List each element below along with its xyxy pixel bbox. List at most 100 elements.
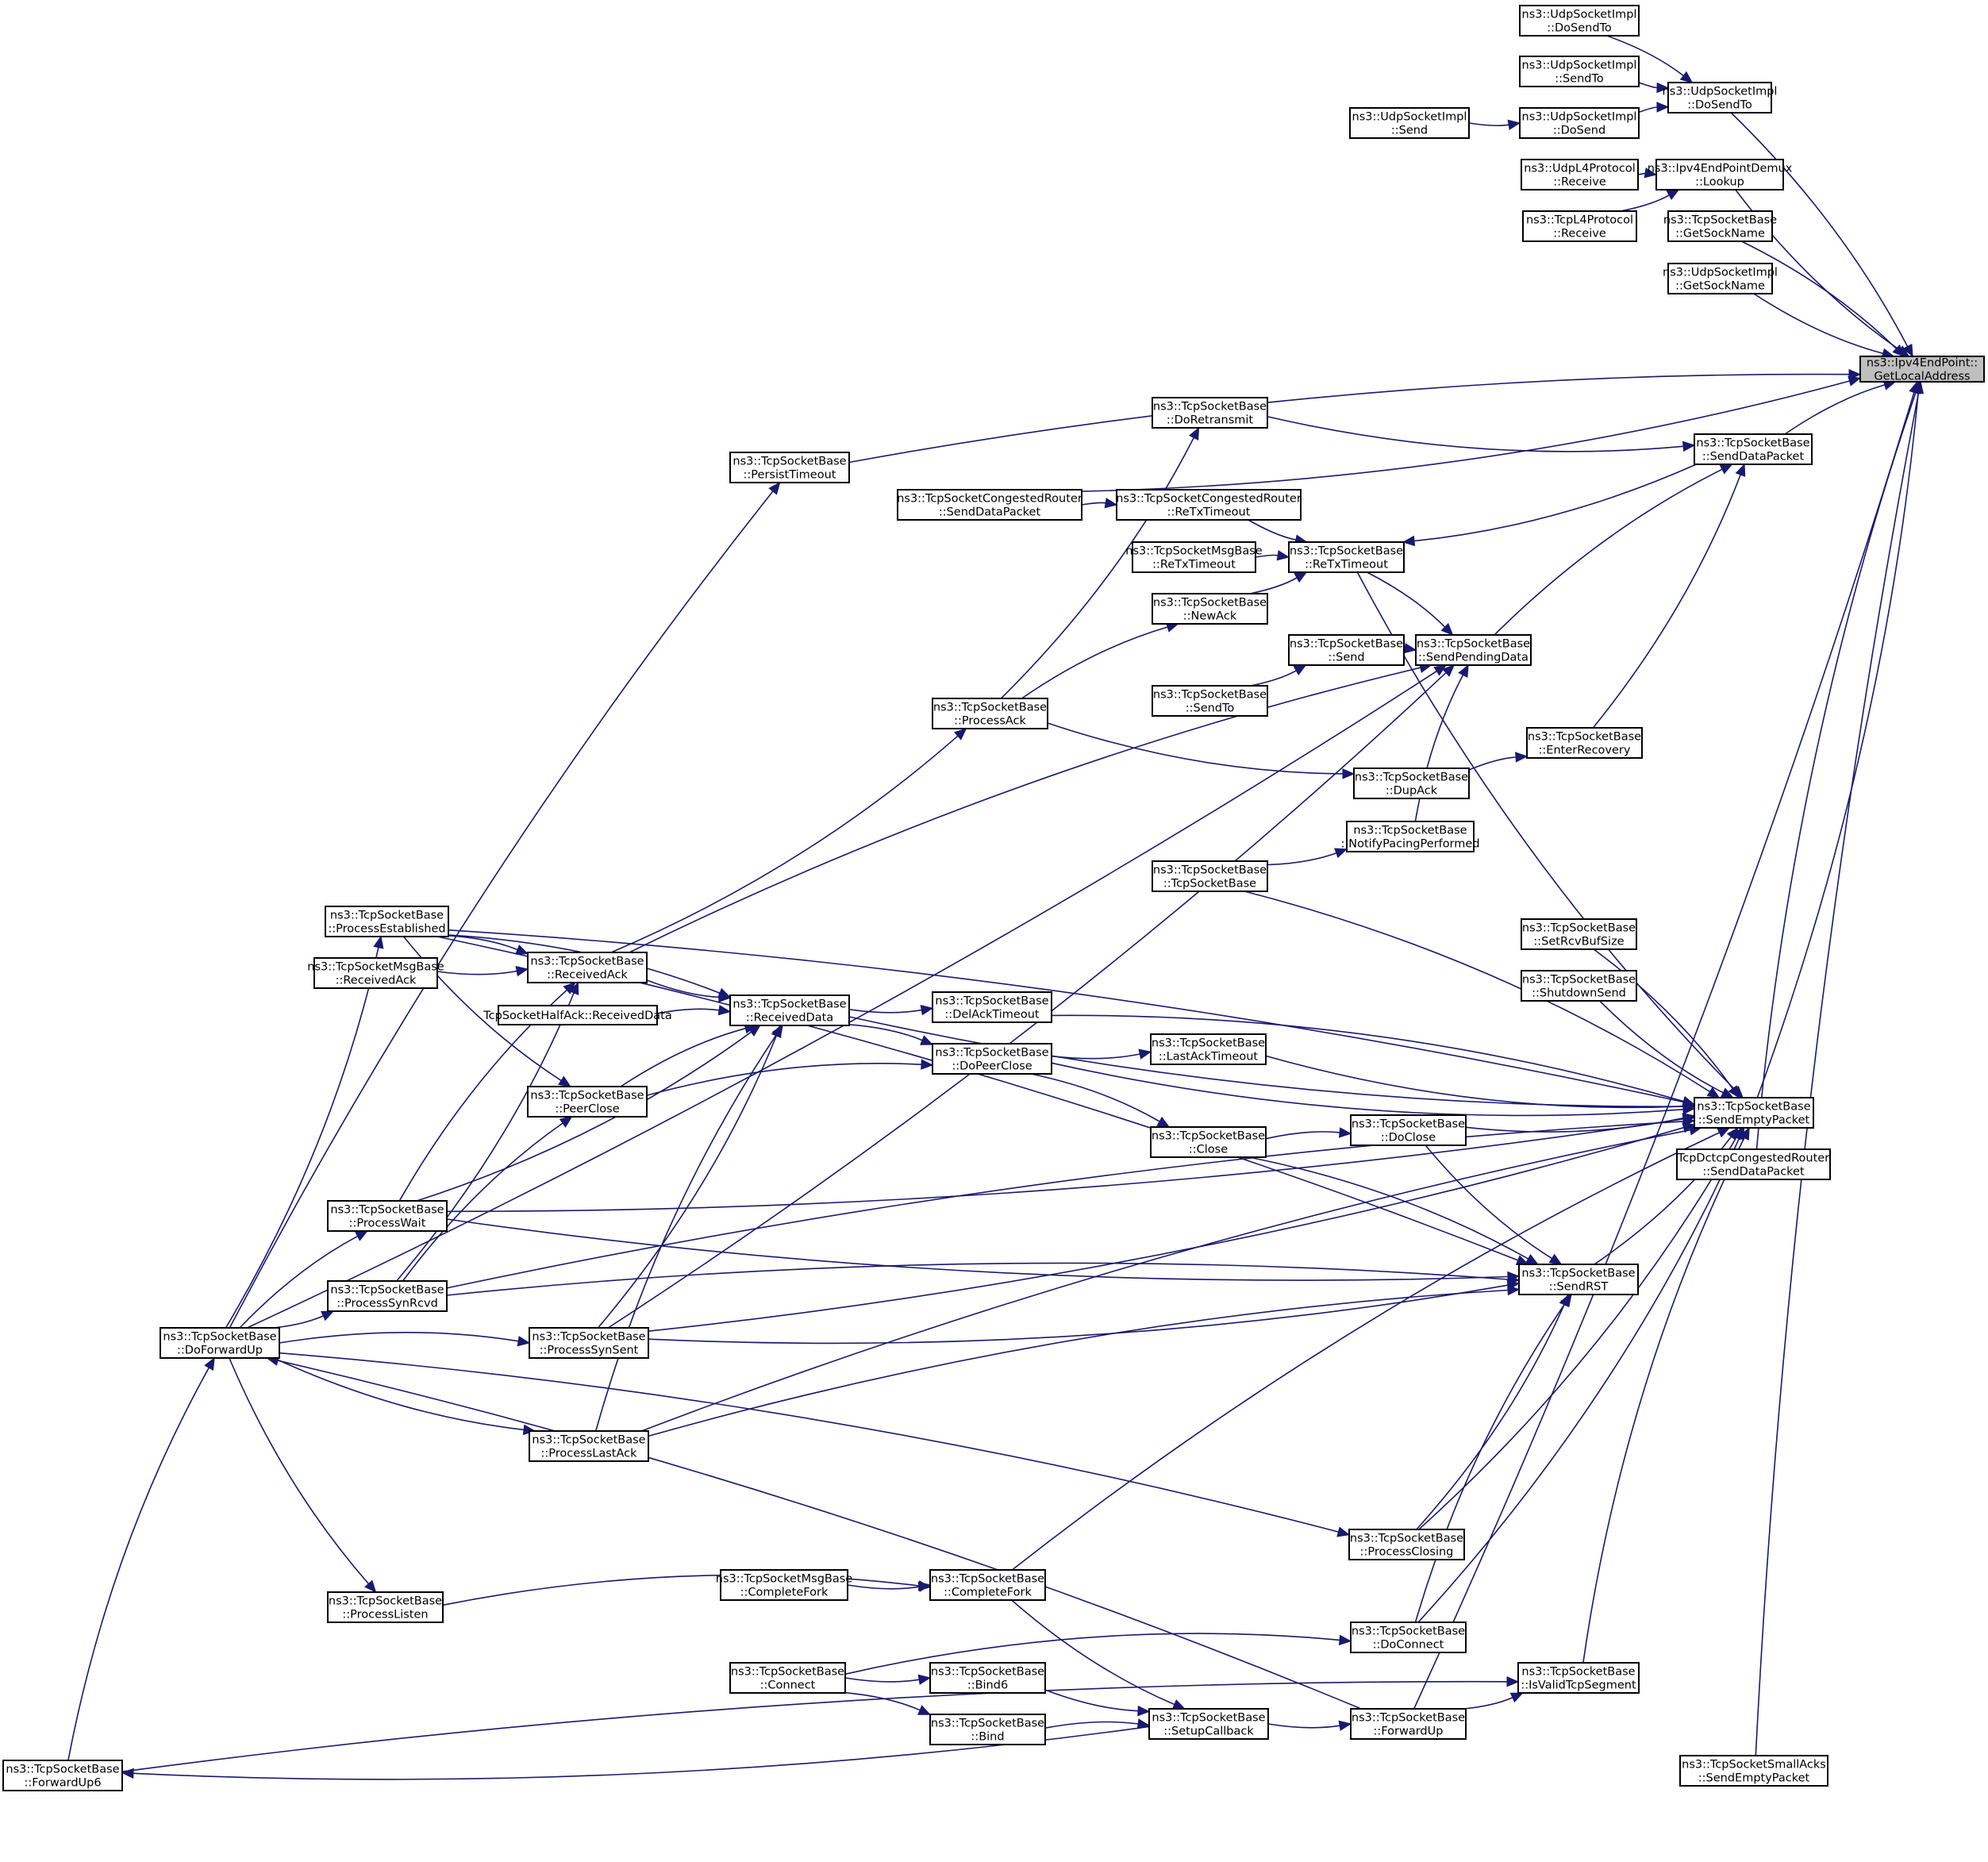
node-label-line: ::ForwardUp — [1374, 1725, 1444, 1738]
node-doclose[interactable]: ns3::TcpSocketBase::DoClose — [1350, 1114, 1467, 1146]
node-label-line: ns3::TcpSocketBase — [1522, 922, 1636, 935]
node-forwardup6[interactable]: ns3::TcpSocketBase::ForwardUp6 — [2, 1760, 123, 1791]
node-dupack[interactable]: ns3::TcpSocketBase::DupAck — [1353, 767, 1470, 799]
node-processack[interactable]: ns3::TcpSocketBase::ProcessAck — [932, 698, 1048, 729]
node-udp_dosend[interactable]: ns3::UdpSocketImpl::DoSend — [1519, 107, 1640, 139]
node-doconnect[interactable]: ns3::TcpSocketBase::DoConnect — [1350, 1622, 1467, 1653]
node-label-line: ::SendTo — [1555, 73, 1604, 86]
node-receiveddata[interactable]: ns3::TcpSocketBase::ReceivedData — [729, 994, 850, 1026]
arrowhead-icon — [1506, 1676, 1520, 1687]
edge-processwait-to-sendemptypacket — [446, 1114, 1696, 1213]
node-peerclose[interactable]: ns3::TcpSocketBase::PeerClose — [527, 1086, 648, 1118]
node-label-line: ns3::TcpSocketBase — [1352, 1625, 1465, 1638]
node-label-line: ::ReceivedData — [746, 1012, 833, 1025]
node-shutdownsend[interactable]: ns3::TcpSocketBase::ShutdownSend — [1521, 970, 1637, 1002]
edge-receiveddata-to-delacktimeout — [848, 1005, 934, 1016]
node-processlisten[interactable]: ns3::TcpSocketBase::ProcessListen — [327, 1591, 444, 1623]
node-sendpendingdata[interactable]: ns3::TcpSocketBase::SendPendingData — [1415, 634, 1532, 666]
node-doforwardup[interactable]: ns3::TcpSocketBase::DoForwardUp — [160, 1327, 280, 1359]
node-bind6[interactable]: ns3::TcpSocketBase::Bind6 — [929, 1662, 1046, 1694]
node-box — [929, 1662, 1046, 1694]
node-msg_completefork[interactable]: ns3::TcpSocketMsgBase::CompleteFork — [716, 1569, 853, 1601]
node-cr_senddatapacket[interactable]: ns3::TcpSocketCongestedRouter::SendDataP… — [897, 489, 1082, 521]
node-notifypacing[interactable]: ns3::TcpSocketBase::NotifyPacingPerforme… — [1340, 821, 1480, 852]
node-enterrecovery[interactable]: ns3::TcpSocketBase::EnterRecovery — [1526, 727, 1643, 759]
edge-line — [1468, 122, 1509, 127]
edge-line — [597, 1035, 778, 1329]
node-label-line: ns3::TcpSocketBase — [733, 456, 846, 468]
node-tcp_getsockname[interactable]: ns3::TcpSocketBase::GetSockName — [1663, 210, 1777, 242]
node-cr_retxtimeout[interactable]: ns3::TcpSocketCongestedRouter::ReTxTimeo… — [1116, 489, 1302, 521]
edge-line — [656, 1008, 720, 1014]
node-bind[interactable]: ns3::TcpSocketBase::Bind — [929, 1714, 1046, 1745]
node-lastacktimeout[interactable]: ns3::TcpSocketBase::LastAckTimeout — [1150, 1033, 1267, 1065]
node-label-line: ns3::TcpSocketBase — [1152, 1037, 1265, 1050]
node-label-line: ns3::TcpSocketBase — [1350, 1533, 1463, 1545]
node-tcpl4_receive[interactable]: ns3::TcpL4Protocol::Receive — [1522, 210, 1637, 242]
edge-line — [646, 979, 720, 998]
arrowhead-icon — [917, 1674, 932, 1685]
edge-udp_send-to-udp_dosend — [1468, 119, 1521, 130]
node-udp_dosendto_b[interactable]: ns3::UdpSocketImpl::DoSendTo — [1663, 82, 1778, 113]
node-setrcvbufsize[interactable]: ns3::TcpSocketBase::SetRcvBufSize — [1521, 918, 1637, 950]
node-smallacks_sendempty[interactable]: ns3::TcpSocketSmallAcks::SendEmptyPacket — [1679, 1755, 1828, 1787]
node-sendemptypacket[interactable]: ns3::TcpSocketBase::SendEmptyPacket — [1694, 1097, 1814, 1129]
node-demux_lookup[interactable]: ns3::Ipv4EndPointDemux::Lookup — [1648, 159, 1793, 190]
node-processsynrcvd[interactable]: ns3::TcpSocketBase::ProcessSynRcvd — [327, 1280, 448, 1312]
arrowhead-icon — [1679, 71, 1694, 83]
node-msg_receivedack[interactable]: ns3::TcpSocketMsgBase::ReceivedAck — [307, 957, 444, 989]
node-receivedack[interactable]: ns3::TcpSocketBase::ReceivedAck — [527, 952, 648, 983]
node-udp_dosendto_a[interactable]: ns3::UdpSocketImpl::DoSendTo — [1519, 5, 1640, 37]
node-sendto[interactable]: ns3::TcpSocketBase::SendTo — [1152, 685, 1268, 717]
node-halfack_receiveddata[interactable]: TcpSocketHalfAck::ReceivedData — [483, 1005, 672, 1025]
node-box — [498, 1005, 658, 1025]
node-delacktimeout[interactable]: ns3::TcpSocketBase::DelAckTimeout — [932, 991, 1052, 1023]
arrowhead-icon — [1706, 1087, 1721, 1098]
node-setupcallback[interactable]: ns3::TcpSocketBase::SetupCallback — [1148, 1708, 1269, 1740]
arrowhead-icon — [1682, 1096, 1696, 1108]
node-sendrst[interactable]: ns3::TcpSocketBase::SendRST — [1518, 1264, 1639, 1295]
node-msg_retxtimeout[interactable]: ns3::TcpSocketMsgBase::ReTxTimeout — [1125, 541, 1263, 573]
arrowhead-icon — [1276, 550, 1290, 561]
node-box — [1132, 541, 1256, 573]
node-ctor[interactable]: ns3::TcpSocketBase::TcpSocketBase — [1152, 860, 1268, 892]
node-getlocal[interactable]: ns3::Ipv4EndPoint::GetLocalAddress — [1859, 356, 1985, 383]
arrowhead-icon — [954, 728, 967, 741]
node-isvalidtcpsegment[interactable]: ns3::TcpSocketBase::IsValidTcpSegment — [1517, 1662, 1640, 1694]
node-connect[interactable]: ns3::TcpSocketBase::Connect — [729, 1662, 846, 1694]
node-udp_send[interactable]: ns3::UdpSocketImpl::Send — [1349, 107, 1470, 139]
node-box — [1519, 56, 1640, 87]
node-udpl4_receive[interactable]: ns3::UdpL4Protocol::Receive — [1521, 159, 1639, 190]
node-box — [1521, 970, 1637, 1002]
node-processlastack[interactable]: ns3::TcpSocketBase::ProcessLastAck — [529, 1430, 649, 1462]
node-newack[interactable]: ns3::TcpSocketBase::NewAck — [1152, 593, 1268, 625]
node-processsynsent[interactable]: ns3::TcpSocketBase::ProcessSynSent — [529, 1327, 649, 1359]
node-processwait[interactable]: ns3::TcpSocketBase::ProcessWait — [327, 1200, 448, 1232]
node-box — [1152, 860, 1268, 892]
node-processclosing[interactable]: ns3::TcpSocketBase::ProcessClosing — [1348, 1529, 1465, 1560]
node-send[interactable]: ns3::TcpSocketBase::Send — [1288, 634, 1405, 666]
edge-line — [848, 373, 1850, 464]
node-label-line: ::TcpSocketBase — [1163, 878, 1256, 891]
node-udp_sendto[interactable]: ns3::UdpSocketImpl::SendTo — [1519, 56, 1640, 87]
node-retxtimeout[interactable]: ns3::TcpSocketBase::ReTxTimeout — [1288, 541, 1405, 573]
edge-line — [229, 491, 774, 1329]
node-box — [529, 1430, 649, 1462]
node-completefork[interactable]: ns3::TcpSocketBase::CompleteFork — [929, 1569, 1046, 1601]
node-forwardup[interactable]: ns3::TcpSocketBase::ForwardUp — [1350, 1708, 1467, 1740]
node-dctcp_senddatapacket[interactable]: TcpDctcpCongestedRouter::SendDataPacket — [1676, 1148, 1831, 1180]
edge-line — [1784, 384, 1886, 435]
node-persisttimeout[interactable]: ns3::TcpSocketBase::PersistTimeout — [729, 452, 850, 483]
node-senddatapacket[interactable]: ns3::TcpSocketBase::SendDataPacket — [1694, 433, 1813, 465]
node-label-line: ::CompleteFork — [944, 1587, 1032, 1599]
node-udp_getsockname[interactable]: ns3::UdpSocketImpl::GetSockName — [1663, 263, 1778, 294]
node-doretransmit[interactable]: ns3::TcpSocketBase::DoRetransmit — [1152, 397, 1268, 429]
node-label-line: ::DoSendTo — [1547, 22, 1612, 35]
node-dopeerclose[interactable]: ns3::TcpSocketBase::DoPeerClose — [932, 1043, 1052, 1075]
node-box — [1150, 1033, 1267, 1065]
node-label-line: ns3::UdpL4Protocol — [1524, 163, 1636, 175]
node-close[interactable]: ns3::TcpSocketBase::Close — [1150, 1126, 1267, 1158]
node-label-line: ::Close — [1189, 1144, 1228, 1156]
node-processestablished[interactable]: ns3::TcpSocketBase::ProcessEstablished — [325, 906, 449, 937]
edge-setrcvbufsize-to-sendemptypacket — [1593, 948, 1740, 1099]
